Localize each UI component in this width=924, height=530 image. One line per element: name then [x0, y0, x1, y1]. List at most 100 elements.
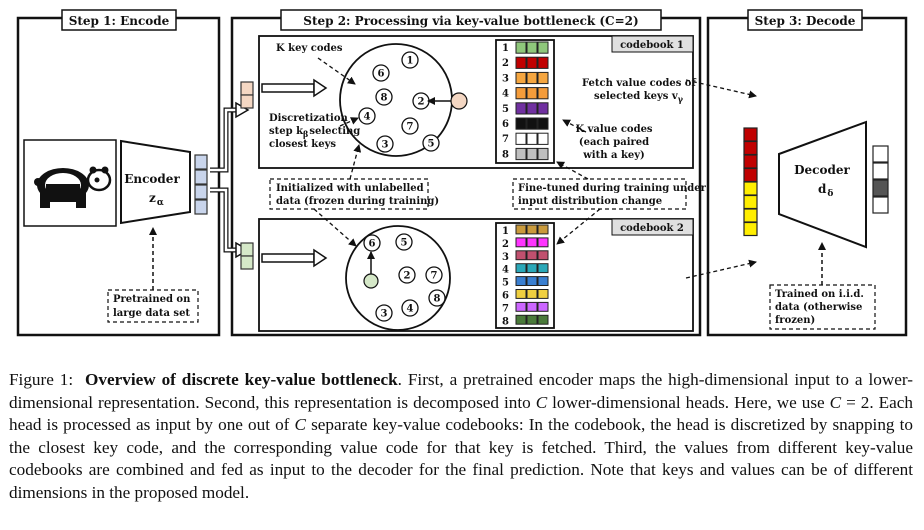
decoder-input-vector	[743, 127, 758, 237]
codebook1-value-cell	[537, 102, 549, 115]
decoder-input-cell	[743, 154, 758, 169]
codebook1-key-6: 6	[502, 119, 509, 130]
space2-key-label-7: 7	[431, 271, 438, 282]
codebook2-key-7: 7	[502, 303, 509, 314]
caption-text-2: lower-dimensional heads. Here, we use	[547, 392, 830, 412]
space2-key-circle-7	[425, 266, 443, 284]
head2-to-keys-arrow	[261, 248, 328, 268]
svg-text:Fetch value codes of: Fetch value codes of	[582, 78, 696, 89]
svg-text:Initialized with unlabelled: Initialized with unlabelled	[276, 183, 424, 194]
codebook2-value-cell	[515, 237, 527, 248]
decoder-symbol: dδ	[818, 182, 833, 199]
space2-key-circle-2	[398, 266, 416, 284]
codebook2-value-cell	[526, 224, 538, 235]
codebook2-key-8: 8	[502, 316, 509, 327]
space1-key-circle-1	[401, 51, 419, 69]
decoder-output-cell	[872, 196, 889, 214]
fetch-label: Fetch value codes of selected keys vγ	[582, 78, 696, 104]
codebook2-value-cell	[515, 314, 527, 325]
space1-key-circle-8	[375, 88, 393, 106]
value-codes-arrow	[562, 119, 587, 133]
decoder-input-cell	[743, 167, 758, 183]
codebook1-value-cell	[515, 147, 527, 161]
svg-text:closest keys: closest keys	[269, 139, 336, 150]
figure-number: Figure 1:	[9, 370, 74, 389]
codebook1-value-cell	[537, 41, 549, 54]
caption-text-4: separate key-value codebooks: In the cod…	[9, 415, 913, 502]
fetch-arrow	[685, 79, 757, 99]
svg-text:Fine-tuned during training und: Fine-tuned during training under	[518, 183, 707, 194]
caption-var-c: C	[535, 392, 548, 412]
space2-key-label-5: 5	[401, 238, 408, 249]
codebook2-value-cell	[537, 314, 549, 325]
space1-key-circle-5	[422, 134, 440, 152]
codebook1-value-cell	[526, 56, 538, 69]
codebook1-value-cell	[526, 132, 538, 145]
init-arrow-down	[313, 208, 357, 247]
codebook2-box	[258, 218, 694, 332]
svg-text:Discretization: Discretization	[269, 113, 348, 124]
codebook2-key-6: 6	[502, 291, 509, 302]
space1-key-label-1: 1	[407, 56, 414, 67]
svg-text:with a key): with a key)	[582, 150, 645, 161]
codebook2-key-3: 3	[502, 252, 509, 263]
space1-key-label-3: 3	[382, 140, 389, 151]
encoder-title: Encoder	[124, 172, 180, 186]
codebook2-value-cell	[526, 289, 538, 299]
decoder-output-cell	[872, 162, 889, 180]
decoder-input-cell	[743, 181, 758, 196]
codebook2-key-5: 5	[502, 278, 509, 289]
init-note: Initialized with unlabelled data (frozen…	[269, 178, 439, 210]
head-2	[240, 242, 254, 270]
codebook2-value-cell	[526, 237, 538, 248]
codebook1-key-1: 1	[502, 43, 509, 54]
space2-key-circle-4	[401, 299, 419, 317]
space2-key-circle-8	[428, 289, 446, 307]
space2-key-circle-3	[375, 304, 393, 322]
space2-key-label-4: 4	[407, 304, 414, 315]
codebook2-value-cell	[515, 289, 527, 299]
decoder-input-cell	[743, 127, 758, 142]
codebook2-value-cell	[515, 301, 527, 312]
finetune-arrow-up	[556, 161, 589, 180]
codebook2-value-cell	[537, 237, 549, 248]
codebook2-value-cell	[526, 276, 538, 287]
codebook2-value-cell	[526, 314, 538, 325]
svg-text:K value codes: K value codes	[575, 124, 652, 135]
head-1	[240, 81, 254, 109]
codebook2-value-cell	[526, 301, 538, 312]
svg-text:large data set: large data set	[113, 308, 190, 319]
encoder-output-cell	[194, 169, 208, 185]
head1-to-keys-arrow	[261, 78, 328, 98]
codebook1-value-cell	[537, 56, 549, 69]
caption-var-c-eq: C	[829, 392, 842, 412]
panda-icon	[23, 139, 117, 227]
codebook1-value-cell	[526, 102, 538, 115]
codebook2-key-4: 4	[502, 265, 509, 276]
init-arrow-up	[349, 144, 362, 180]
discretization-label: Discretization step kβselecting closest …	[269, 113, 360, 150]
codebook2-value-cell	[515, 263, 527, 274]
encoder-output-cell	[194, 199, 208, 215]
svg-text:data (otherwise: data (otherwise	[775, 302, 862, 313]
codebook2-value-cell	[537, 250, 549, 261]
decoder-input-cell	[743, 208, 758, 223]
codebook1-value-cell	[515, 71, 527, 85]
space1-key-label-7: 7	[407, 122, 414, 133]
codebook1-key-8: 8	[502, 149, 509, 160]
codebook2-value-cell	[515, 276, 527, 287]
finetune-arrow-down	[556, 208, 601, 245]
key-value-bottleneck-diagram: Step 1: Encode Step 2: Processing via ke…	[16, 9, 908, 337]
figure-caption: Figure 1: Overview of discrete key-value…	[9, 369, 913, 505]
codebook2-key-1: 1	[502, 226, 509, 237]
codebook2-value-cell	[526, 263, 538, 274]
codebook1-value-cell	[537, 132, 549, 145]
encoder-block	[120, 139, 191, 225]
codebook1-value-cell	[526, 71, 538, 85]
caption-text-3: = 2. Each head is processed as input by …	[9, 392, 913, 435]
codebook2-value-cell	[537, 301, 549, 312]
